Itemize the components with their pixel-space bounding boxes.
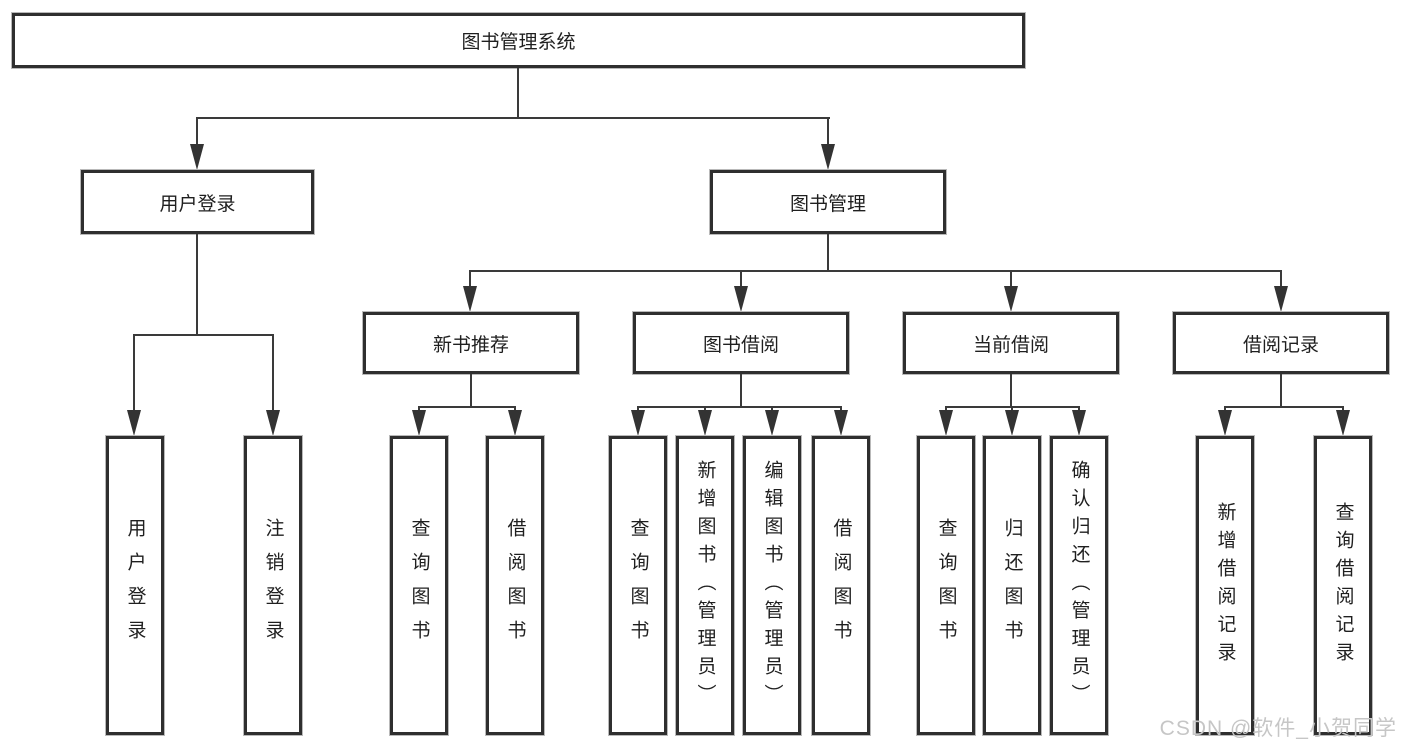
node-borrowing-records: 借阅记录	[1173, 312, 1389, 374]
connector-hline	[197, 117, 830, 119]
connector-vline	[196, 234, 198, 335]
connector-vline	[1280, 270, 1282, 288]
node-root-label: 图书管理系统	[461, 32, 576, 53]
arrowhead-down-icon	[190, 144, 204, 170]
leaf-edit-book-admin: 编辑图书（管理员）	[743, 436, 801, 735]
connector-vline	[1010, 374, 1012, 408]
connector-hline	[638, 406, 841, 408]
leaf-add-borrow-record-label: 新增借阅记录	[1214, 501, 1236, 670]
connector-vline	[196, 117, 198, 146]
connector-vline	[1342, 406, 1344, 413]
leaf-query-borrow-record-label: 查询借阅记录	[1332, 501, 1354, 670]
node-borrowing-records-label: 借阅记录	[1242, 334, 1319, 356]
arrowhead-down-icon	[1004, 286, 1018, 312]
connector-hline	[1225, 406, 1344, 408]
node-book-management: 图书管理	[710, 170, 946, 234]
leaf-user-login-label: 用户登录	[124, 517, 146, 654]
leaf-confirm-return-admin: 确认归还（管理员）	[1050, 436, 1108, 735]
leaf-borrow-book: 借阅图书	[812, 436, 870, 735]
leaf-borrow-book: 借阅图书	[486, 436, 544, 735]
leaf-borrow-book-label: 借阅图书	[830, 517, 852, 654]
leaf-add-borrow-record: 新增借阅记录	[1196, 436, 1254, 735]
leaf-borrow-book-label: 借阅图书	[504, 517, 526, 654]
connector-vline	[1280, 374, 1282, 408]
connector-vline	[1078, 406, 1080, 413]
connector-vline	[469, 270, 471, 288]
connector-vline	[637, 406, 639, 413]
arrowhead-down-icon	[127, 410, 141, 436]
arrowhead-down-icon	[508, 410, 522, 436]
connector-vline	[272, 334, 274, 412]
arrowhead-down-icon	[631, 410, 645, 436]
leaf-query-borrow-record: 查询借阅记录	[1314, 436, 1372, 735]
connector-vline	[133, 334, 135, 412]
connector-vline	[514, 406, 516, 413]
arrowhead-down-icon	[1274, 286, 1288, 312]
node-current-borrowing: 当前借阅	[903, 312, 1119, 374]
leaf-edit-book-admin-label: 编辑图书（管理员）	[761, 459, 783, 712]
arrowhead-down-icon	[412, 410, 426, 436]
node-book-borrowing: 图书借阅	[633, 312, 849, 374]
connector-vline	[840, 406, 842, 413]
arrowhead-down-icon	[1005, 410, 1019, 436]
node-book-management-label: 图书管理	[789, 193, 866, 215]
node-new-book-recommendation-label: 新书推荐	[432, 334, 509, 356]
node-current-borrowing-label: 当前借阅	[972, 334, 1049, 356]
connector-vline	[827, 117, 829, 146]
connector-vline	[945, 406, 947, 413]
node-user-login: 用户登录	[81, 170, 314, 234]
leaf-query-book-label: 查询图书	[627, 517, 649, 654]
leaf-add-book-admin: 新增图书（管理员）	[676, 436, 734, 735]
arrowhead-down-icon	[821, 144, 835, 170]
connector-hline	[470, 270, 1282, 272]
arrowhead-down-icon	[698, 410, 712, 436]
leaf-query-book: 查询图书	[609, 436, 667, 735]
leaf-user-login: 用户登录	[106, 436, 164, 735]
node-book-borrowing-label: 图书借阅	[702, 334, 779, 356]
connector-vline	[771, 406, 773, 413]
arrowhead-down-icon	[939, 410, 953, 436]
connector-vline	[827, 234, 829, 272]
node-root: 图书管理系统	[12, 13, 1025, 68]
leaf-return-book-label: 归还图书	[1001, 517, 1023, 654]
node-user-login-label: 用户登录	[159, 193, 236, 215]
leaf-return-book: 归还图书	[983, 436, 1041, 735]
arrowhead-down-icon	[734, 286, 748, 312]
leaf-logout-label: 注销登录	[262, 517, 284, 654]
connector-vline	[1010, 270, 1012, 288]
connector-vline	[418, 406, 420, 413]
leaf-query-book: 查询图书	[390, 436, 448, 735]
arrowhead-down-icon	[463, 286, 477, 312]
leaf-query-book: 查询图书	[917, 436, 975, 735]
leaf-add-book-admin-label: 新增图书（管理员）	[694, 459, 716, 712]
arrowhead-down-icon	[266, 410, 280, 436]
arrowhead-down-icon	[1218, 410, 1232, 436]
connector-vline	[704, 406, 706, 413]
connector-vline	[470, 374, 472, 408]
leaf-query-book-label: 查询图书	[935, 517, 957, 654]
leaf-query-book-label: 查询图书	[408, 517, 430, 654]
arrowhead-down-icon	[1336, 410, 1350, 436]
arrowhead-down-icon	[834, 410, 848, 436]
arrowhead-down-icon	[765, 410, 779, 436]
connector-hline	[134, 334, 274, 336]
connector-vline	[517, 68, 519, 118]
connector-hline	[419, 406, 516, 408]
connector-vline	[740, 270, 742, 288]
leaf-logout: 注销登录	[244, 436, 302, 735]
leaf-confirm-return-admin-label: 确认归还（管理员）	[1068, 459, 1090, 712]
node-new-book-recommendation: 新书推荐	[363, 312, 579, 374]
connector-vline	[740, 374, 742, 408]
connector-vline	[1011, 406, 1013, 413]
connector-vline	[1224, 406, 1226, 413]
arrowhead-down-icon	[1072, 410, 1086, 436]
